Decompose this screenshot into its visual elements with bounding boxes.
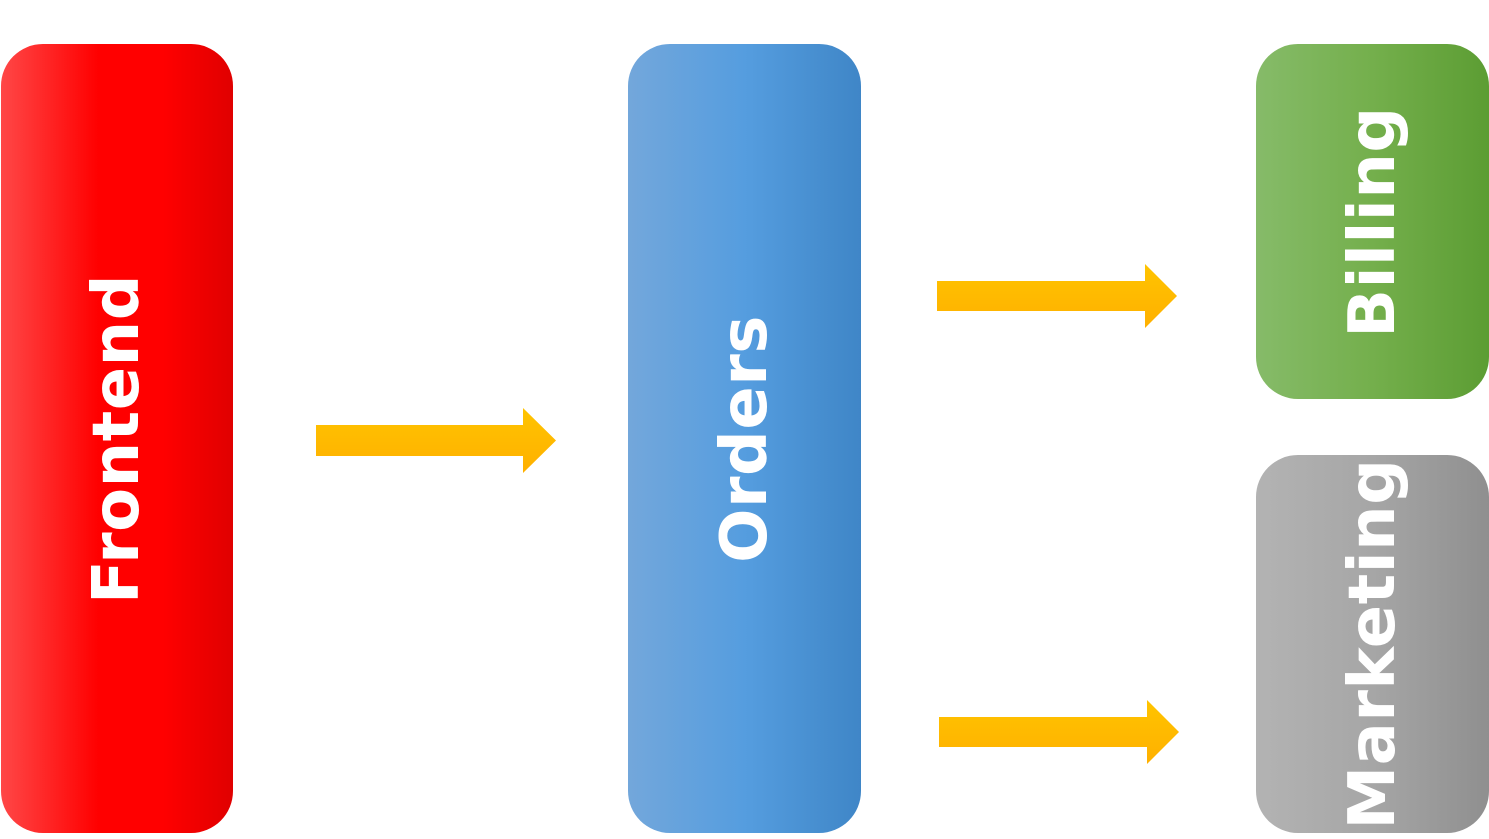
orders-label: Orders <box>707 314 782 563</box>
arrow-orders-to-marketing <box>939 700 1179 764</box>
arrow-frontend-to-orders <box>316 408 556 473</box>
arrow-orders-to-billing <box>937 264 1177 328</box>
frontend-node: Frontend <box>1 44 233 833</box>
orders-node: Orders <box>628 44 861 833</box>
marketing-node: Marketing <box>1256 455 1489 833</box>
marketing-label: Marketing <box>1335 458 1410 830</box>
billing-label: Billing <box>1335 105 1410 338</box>
frontend-label: Frontend <box>80 273 154 604</box>
billing-node: Billing <box>1256 44 1489 399</box>
